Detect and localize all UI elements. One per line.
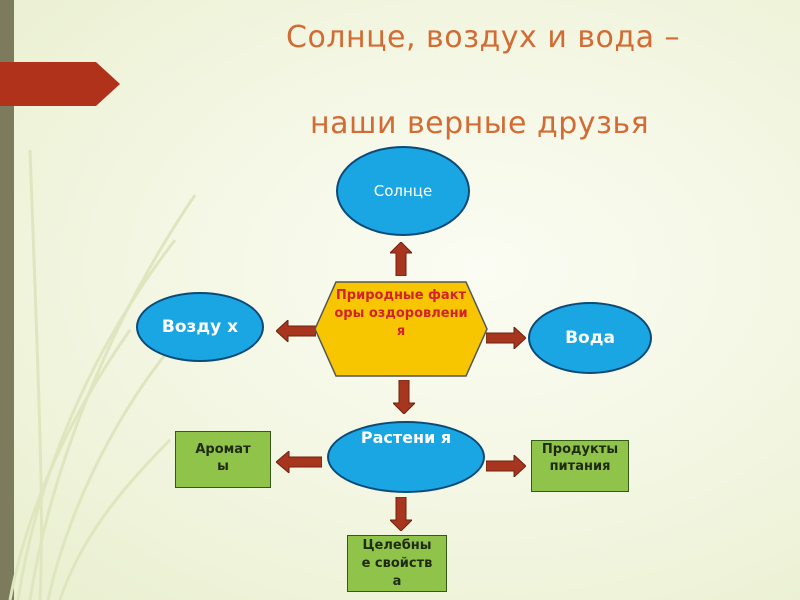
arrow-up-to-sun bbox=[390, 242, 412, 276]
node-air-label: Возду х bbox=[161, 317, 239, 337]
node-food: Продукты питания bbox=[531, 440, 629, 492]
node-healing-label: Целебные свойства bbox=[361, 538, 433, 589]
node-center-hexagon: Природные факторы оздоровления bbox=[314, 281, 488, 377]
arrow-right-to-water bbox=[486, 327, 526, 349]
node-center-label: Природные факторы оздоровления bbox=[334, 288, 468, 339]
node-water-label: Вода bbox=[565, 328, 615, 348]
node-healing: Целебные свойства bbox=[347, 535, 447, 592]
arrow-left-to-aromas bbox=[276, 451, 322, 473]
arrow-down-to-healing bbox=[390, 497, 412, 531]
node-food-label: Продукты питания bbox=[541, 442, 619, 474]
node-sun: Солнце bbox=[336, 146, 470, 236]
hexagon-shape bbox=[314, 281, 488, 377]
title-arrow-decoration bbox=[0, 62, 120, 106]
node-water: Вода bbox=[528, 302, 652, 374]
node-air: Возду х bbox=[136, 292, 264, 362]
node-plants-label: Растени я bbox=[360, 428, 452, 447]
node-aromas: Аромат ы bbox=[175, 431, 271, 488]
title-line-2: наши верные друзья bbox=[310, 106, 650, 141]
node-sun-label: Солнце bbox=[373, 182, 433, 200]
title-line-1: Солнце, воздух и вода – bbox=[286, 20, 681, 55]
arrow-down-to-plants bbox=[393, 380, 415, 414]
node-plants: Растени я bbox=[327, 421, 485, 493]
node-aromas-label: Аромат ы bbox=[195, 442, 251, 474]
arrow-right-to-food bbox=[486, 455, 526, 477]
arrow-left-to-air bbox=[276, 320, 316, 342]
